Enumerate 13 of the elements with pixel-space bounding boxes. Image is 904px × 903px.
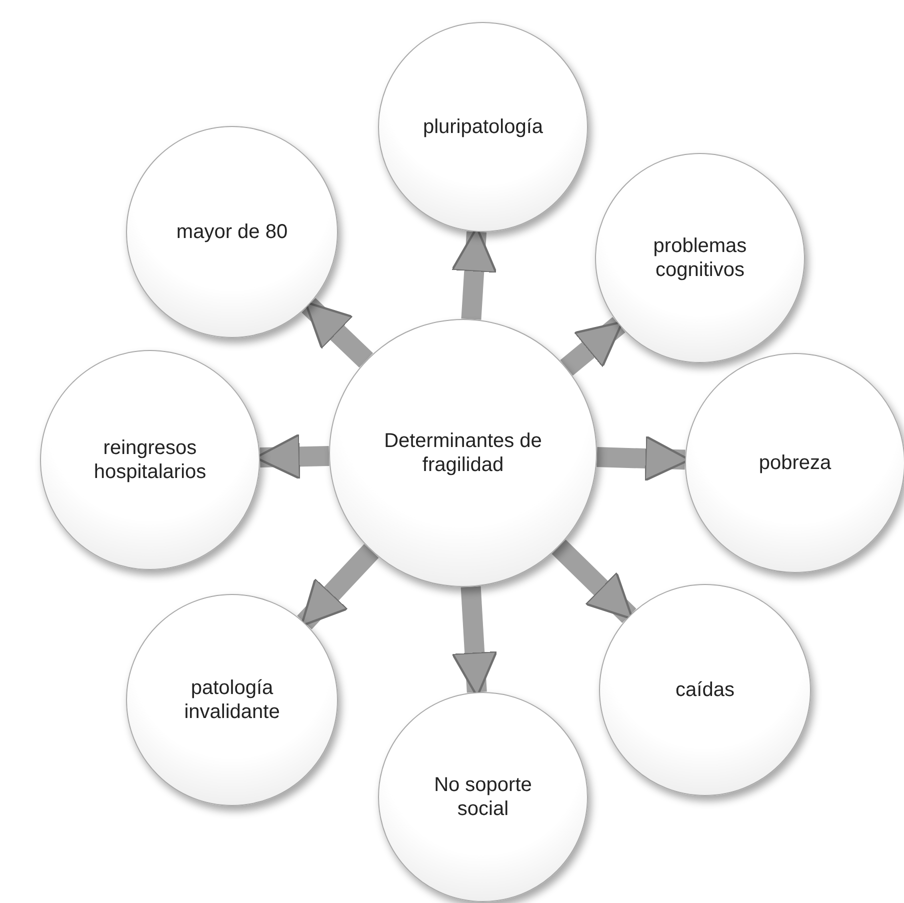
node-label: No soporte social [433, 773, 533, 821]
node-label: Determinantes de fragilidad [383, 429, 543, 477]
block-arrow [560, 316, 626, 376]
node-label: pluripatología [422, 115, 544, 139]
node-label: problemas cognitivos [652, 234, 748, 282]
node-label: reingresos hospitalarios [92, 436, 208, 484]
node-label: caídas [676, 678, 734, 702]
block-arrow [297, 544, 379, 630]
node-label: mayor de 80 [176, 220, 288, 244]
block-arrow [302, 298, 374, 368]
block-arrow [552, 540, 636, 623]
node-label: patología invalidante [183, 676, 281, 724]
node-label: pobreza [758, 451, 832, 475]
